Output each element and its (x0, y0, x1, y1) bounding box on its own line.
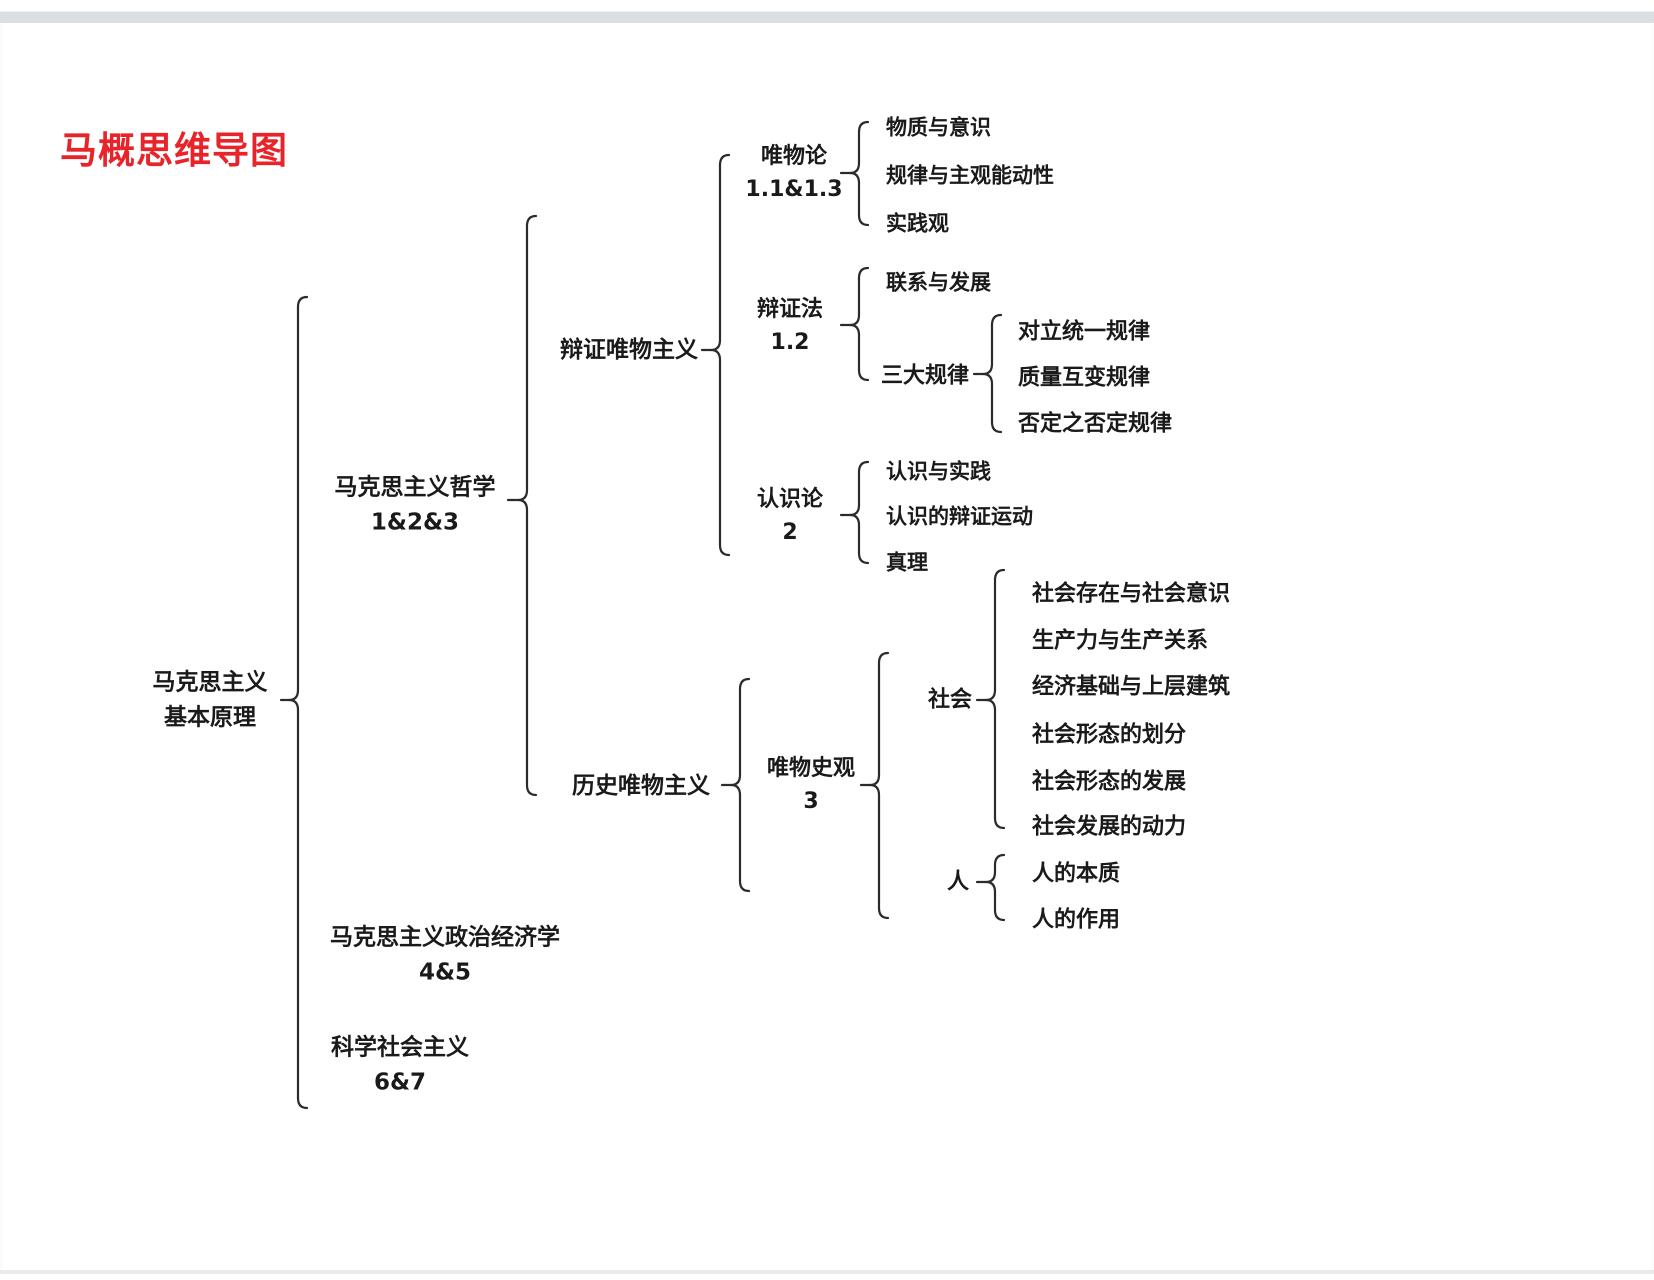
node-dialectics[interactable]: 辩证法 1.2 (757, 293, 823, 359)
node-political-economy[interactable]: 马克思主义政治经济学 4&5 (330, 921, 560, 990)
leaf-human-0[interactable]: 人的本质 (1032, 858, 1120, 891)
leaf-label: 社会形态的发展 (1032, 769, 1187, 795)
leaf-dialectics-0[interactable]: 联系与发展 (886, 267, 991, 299)
right-page-edge (1651, 23, 1654, 1270)
leaf-label: 联系与发展 (886, 270, 991, 295)
node-historical-materialism-label: 历史唯物主义 (572, 772, 710, 799)
node-scientific-socialism-label-line2: 6&7 (373, 1069, 427, 1095)
node-epistemology-label-line2: 2 (782, 520, 798, 545)
leaf-society-5[interactable]: 社会发展的动力 (1032, 811, 1186, 844)
leaf-three-laws-0[interactable]: 对立统一规律 (1018, 316, 1150, 349)
top-gray-band (0, 12, 1654, 23)
leaf-human-1[interactable]: 人的作用 (1032, 904, 1120, 937)
node-scientific-socialism[interactable]: 科学社会主义 6&7 (331, 1031, 469, 1100)
left-page-edge (0, 23, 3, 1270)
brace-philosophy (516, 214, 538, 797)
node-philosophy[interactable]: 马克思主义哲学 1&2&3 (335, 471, 496, 540)
leaf-society-3[interactable]: 社会形态的划分 (1032, 719, 1186, 752)
brace-materialism (848, 120, 870, 227)
node-root-label-line1: 马克思主义 (152, 669, 268, 696)
node-scientific-socialism-label-line1: 科学社会主义 (331, 1034, 469, 1061)
node-historical-materialism[interactable]: 历史唯物主义 (572, 769, 710, 804)
node-epistemology[interactable]: 认识论 2 (757, 483, 823, 549)
brace-epistemology (848, 460, 870, 565)
page-title: 马概思维导图 (60, 129, 288, 172)
node-root[interactable]: 马克思主义 基本原理 (153, 666, 268, 735)
leaf-label: 社会形态的划分 (1032, 722, 1187, 748)
node-society-label: 社会 (927, 687, 973, 713)
bottom-white-band (0, 1274, 1654, 1280)
brace-root (287, 295, 309, 1110)
brace-dialectical-materialism (709, 153, 731, 557)
node-philosophy-label-line1: 马克思主义哲学 (334, 474, 496, 501)
leaf-materialism-2[interactable]: 实践观 (886, 208, 949, 240)
brace-historical-materialism (729, 677, 751, 893)
leaf-epistemology-1[interactable]: 认识的辩证运动 (886, 501, 1033, 533)
node-materialism[interactable]: 唯物论 1.1&1.3 (745, 140, 842, 206)
brace-society (984, 568, 1006, 830)
brace-three-laws (981, 313, 1003, 434)
node-philosophy-label-line2: 1&2&3 (370, 509, 460, 535)
leaf-society-4[interactable]: 社会形态的发展 (1032, 766, 1186, 799)
leaf-society-2[interactable]: 经济基础与上层建筑 (1032, 671, 1230, 704)
node-materialist-view-of-history-label-line1: 唯物史观 (766, 756, 856, 781)
leaf-epistemology-0[interactable]: 认识与实践 (886, 456, 991, 488)
node-three-laws-label: 三大规律 (880, 363, 970, 389)
leaf-materialism-0[interactable]: 物质与意识 (886, 112, 991, 144)
leaf-label: 否定之否定规律 (1018, 411, 1173, 437)
node-dialectics-label-line1: 辩证法 (756, 297, 824, 322)
node-epistemology-label-line1: 认识论 (756, 487, 824, 512)
node-human[interactable]: 人 (947, 866, 969, 899)
leaf-label: 人的本质 (1032, 861, 1121, 887)
leaf-society-0[interactable]: 社会存在与社会意识 (1032, 578, 1230, 611)
node-root-label-line2: 基本原理 (164, 704, 256, 730)
leaf-epistemology-2[interactable]: 真理 (886, 547, 928, 579)
leaf-label: 生产力与生产关系 (1032, 628, 1209, 654)
node-materialism-label-line2: 1.1&1.3 (745, 177, 843, 202)
brace-human (984, 853, 1006, 922)
node-political-economy-label-line1: 马克思主义政治经济学 (330, 924, 560, 951)
leaf-label: 实践观 (886, 211, 949, 236)
brace-materialist-view (868, 651, 890, 920)
brace-dialectics (848, 266, 870, 382)
leaf-three-laws-2[interactable]: 否定之否定规律 (1018, 408, 1172, 441)
leaf-label: 认识的辩证运动 (886, 504, 1033, 529)
leaf-society-1[interactable]: 生产力与生产关系 (1032, 625, 1208, 658)
node-dialectical-materialism[interactable]: 辩证唯物主义 (560, 333, 698, 368)
node-three-laws[interactable]: 三大规律 (881, 360, 969, 393)
leaf-label: 社会发展的动力 (1032, 814, 1187, 840)
node-materialist-view-of-history-label-line2: 3 (803, 789, 819, 814)
node-human-label: 人 (946, 869, 970, 895)
leaf-label: 规律与主观能动性 (886, 163, 1054, 188)
leaf-label: 认识与实践 (886, 459, 991, 484)
leaf-label: 真理 (886, 550, 928, 575)
leaf-three-laws-1[interactable]: 质量互变规律 (1018, 362, 1150, 395)
leaf-label: 物质与意识 (886, 115, 991, 140)
leaf-label: 经济基础与上层建筑 (1032, 674, 1231, 700)
node-dialectical-materialism-label: 辩证唯物主义 (560, 336, 698, 363)
leaf-label: 质量互变规律 (1018, 365, 1151, 391)
leaf-materialism-1[interactable]: 规律与主观能动性 (886, 160, 1054, 192)
leaf-label: 社会存在与社会意识 (1032, 581, 1231, 607)
node-materialist-view-of-history[interactable]: 唯物史观 3 (767, 752, 855, 818)
bottom-gray-band (0, 1270, 1654, 1274)
node-materialism-label-line1: 唯物论 (760, 144, 828, 169)
leaf-label: 对立统一规律 (1018, 319, 1151, 345)
node-dialectics-label-line2: 1.2 (770, 330, 810, 355)
node-political-economy-label-line2: 4&5 (418, 959, 472, 985)
top-divider-hairline (0, 11, 1654, 12)
leaf-label: 人的作用 (1032, 907, 1121, 933)
node-society[interactable]: 社会 (928, 684, 972, 717)
